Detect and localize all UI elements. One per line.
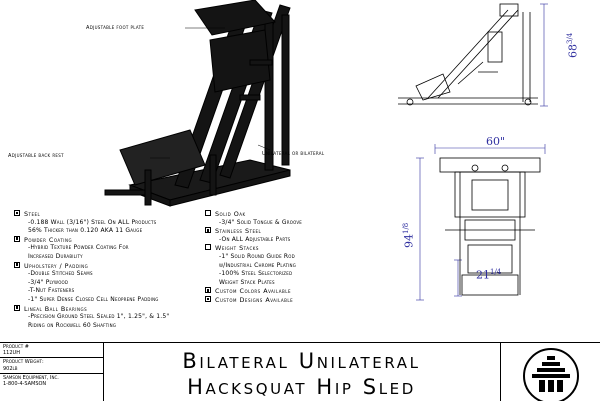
side-view-drawing (398, 3, 548, 107)
product-weight-cell: Product Weight: 902lb (0, 358, 103, 374)
spec-text: -T-Nut Fasteners (28, 287, 75, 295)
spec-detail: -0.188 Wall (3/16") Steel On ALL Product… (14, 219, 169, 228)
spec-detail: -T-Nut Fasteners (14, 287, 169, 296)
spec-text: Increased Durability (28, 252, 83, 260)
company-name: Samson Equipment, Inc. (3, 374, 59, 381)
company-cell: Samson Equipment, Inc. 1-800-4-SAMSON (0, 374, 103, 388)
checked-box-icon (14, 210, 20, 216)
checked-box-icon (205, 227, 211, 234)
spec-text: Weight Stacks (215, 244, 259, 253)
title-line-2: Hacksquat Hip Sled (187, 375, 416, 399)
dimension-depth: 941/8 (402, 223, 416, 248)
spec-text: Weight Stack Plates (219, 278, 275, 286)
callout-unilateral: Unilateral or bilateral (262, 151, 325, 157)
spec-detail: Weight Stack Plates (205, 279, 302, 288)
dimension-height: 683/4 (566, 33, 580, 58)
spec-text: -3/4" Solid Tongue & Groove (219, 218, 303, 226)
samson-logo-icon (523, 348, 579, 404)
spec-text: w/Industrial Chrome Plating (219, 261, 297, 269)
spec-text: Riding on Rockwell 60 Shafting (28, 321, 117, 329)
title-block-info: Product # 112UH Product Weight: 902lb Sa… (0, 343, 104, 401)
dimension-height-fraction: 3/4 (566, 32, 574, 44)
spec-text: -1" Solid Round Guide Rod (219, 252, 295, 260)
spec-heading: Upholstery / Padding (14, 261, 169, 271)
spec-text: 56% Thicker than 0.120 AKA 11 Gauge (28, 227, 143, 235)
checked-box-icon (14, 261, 20, 268)
title-block: Product # 112UH Product Weight: 902lb Sa… (0, 342, 600, 404)
spec-heading: Powder Coating (14, 235, 169, 245)
dimension-plate-fraction: 1/4 (490, 268, 502, 276)
title-line-1: Bilateral Unilateral (182, 349, 421, 373)
spec-heading: Weight Stacks (205, 244, 302, 253)
product-number-label: Product # (3, 344, 29, 350)
checked-box-icon (205, 287, 211, 294)
spec-text: -3/4" Plywood (28, 278, 69, 286)
spec-detail: Increased Durability (14, 253, 169, 262)
callout-back-rest: Adjustable back rest (8, 153, 64, 159)
specs-left-column: Steel-0.188 Wall (3/16") Steel On ALL Pr… (14, 210, 169, 330)
unchecked-box-icon (205, 244, 211, 251)
spec-text: Custom Colors Available (215, 287, 292, 296)
spec-heading: Solid Oak (205, 210, 302, 219)
spec-detail: -1" Solid Round Guide Rod (205, 253, 302, 262)
spec-text: Steel (24, 210, 41, 218)
checked-box-icon (205, 295, 211, 302)
dimension-plate-value: 21 (476, 268, 490, 282)
spec-detail: 56% Thicker than 0.120 AKA 11 Gauge (14, 227, 169, 236)
company-phone: 1-800-4-SAMSON (3, 381, 47, 388)
spec-text: Custom Designs Available (215, 295, 294, 304)
unchecked-box-icon (205, 210, 211, 216)
spec-detail: -3/4" Plywood (14, 279, 169, 288)
dimension-width: 60" (486, 135, 506, 148)
spec-text: -Hybrid Texture Powder Coating For (28, 244, 129, 252)
spec-heading: Lineal Ball Bearings (14, 304, 169, 314)
spec-text: Solid Oak (215, 210, 246, 218)
spec-text: -Double Stitched Seams (28, 270, 93, 278)
spec-text: -1" Super Dense Closed Cell Neoprene Pad… (28, 295, 159, 303)
spec-text: -0.188 Wall (3/16") Steel On ALL Product… (28, 218, 157, 226)
title-block-title: Bilateral Unilateral Hacksquat Hip Sled (103, 343, 500, 401)
spec-detail: -1" Super Dense Closed Cell Neoprene Pad… (14, 296, 169, 305)
spec-detail: -3/4" Solid Tongue & Groove (205, 219, 302, 228)
callout-foot-plate: Adjustable foot plate (86, 25, 145, 31)
spec-detail: w/Industrial Chrome Plating (205, 262, 302, 271)
spec-heading: Custom Designs Available (205, 295, 302, 305)
spec-heading: Steel (14, 210, 169, 219)
spec-text: Powder Coating (24, 235, 73, 244)
spec-heading: Stainless Steel (205, 227, 302, 236)
dimension-height-value: 68 (566, 44, 580, 58)
dimension-depth-fraction: 1/8 (402, 222, 410, 234)
spec-heading: Custom Colors Available (205, 287, 302, 296)
spec-detail: -100% Steel Selectorized (205, 270, 302, 279)
spec-detail: -Precision Ground Steel Sealed 1", 1.25"… (14, 313, 169, 322)
spec-text: Lineal Ball Bearings (24, 304, 88, 313)
spec-detail: Riding on Rockwell 60 Shafting (14, 322, 169, 331)
checked-box-icon (14, 304, 20, 311)
spec-text: Upholstery / Padding (24, 261, 89, 270)
spec-detail: -Double Stitched Seams (14, 270, 169, 279)
title-block-logo (500, 343, 600, 404)
product-weight-value: 902lb (3, 365, 18, 372)
spec-text: Stainless Steel (215, 227, 262, 236)
dimension-depth-value: 94 (402, 234, 416, 248)
spec-text: -Precision Ground Steel Sealed 1", 1.25"… (28, 313, 170, 321)
checked-box-icon (14, 235, 20, 242)
spec-detail: -On ALL Adjustable Parts (205, 236, 302, 245)
product-number-value: 112UH (3, 350, 20, 357)
product-weight-label: Product Weight: (3, 359, 44, 366)
spec-text: -100% Steel Selectorized (219, 270, 293, 278)
top-view-drawing (416, 144, 546, 301)
spec-detail: -Hybrid Texture Powder Coating For (14, 244, 169, 253)
machine-isometric-drawing (104, 0, 291, 207)
product-number-cell: Product # 112UH (0, 343, 103, 359)
dimension-plate: 211/4 (476, 268, 501, 282)
spec-text: -On ALL Adjustable Parts (219, 235, 291, 243)
